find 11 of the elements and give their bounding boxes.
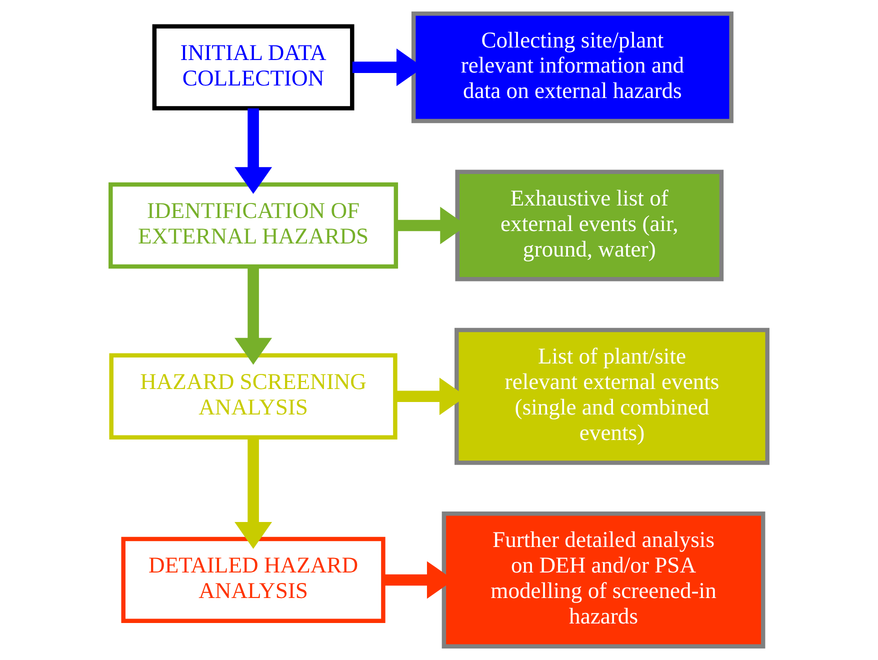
arrow [234,266,272,365]
arrow [234,108,272,194]
node-box: DETAILED HAZARD ANALYSIS [121,536,386,624]
node-box: HAZARD SCREENING ANALYSIS [109,353,398,440]
arrow [234,437,272,549]
node-box: Exhaustive list of external events (air, ground, water) [455,170,724,282]
node-box: Collecting site/plant relevant information and data on external hazards [411,12,734,124]
node-box: IDENTIFICATION OF EXTERNAL HAZARDS [108,182,398,269]
node-box: List of plant/site relevant external events (single and combined events) [454,328,770,465]
node-box: INITIAL DATA COLLECTION [152,24,354,110]
node-box: Further detailed analysis on DEH and/or PSA modelling of screened-in hazards [442,511,766,648]
